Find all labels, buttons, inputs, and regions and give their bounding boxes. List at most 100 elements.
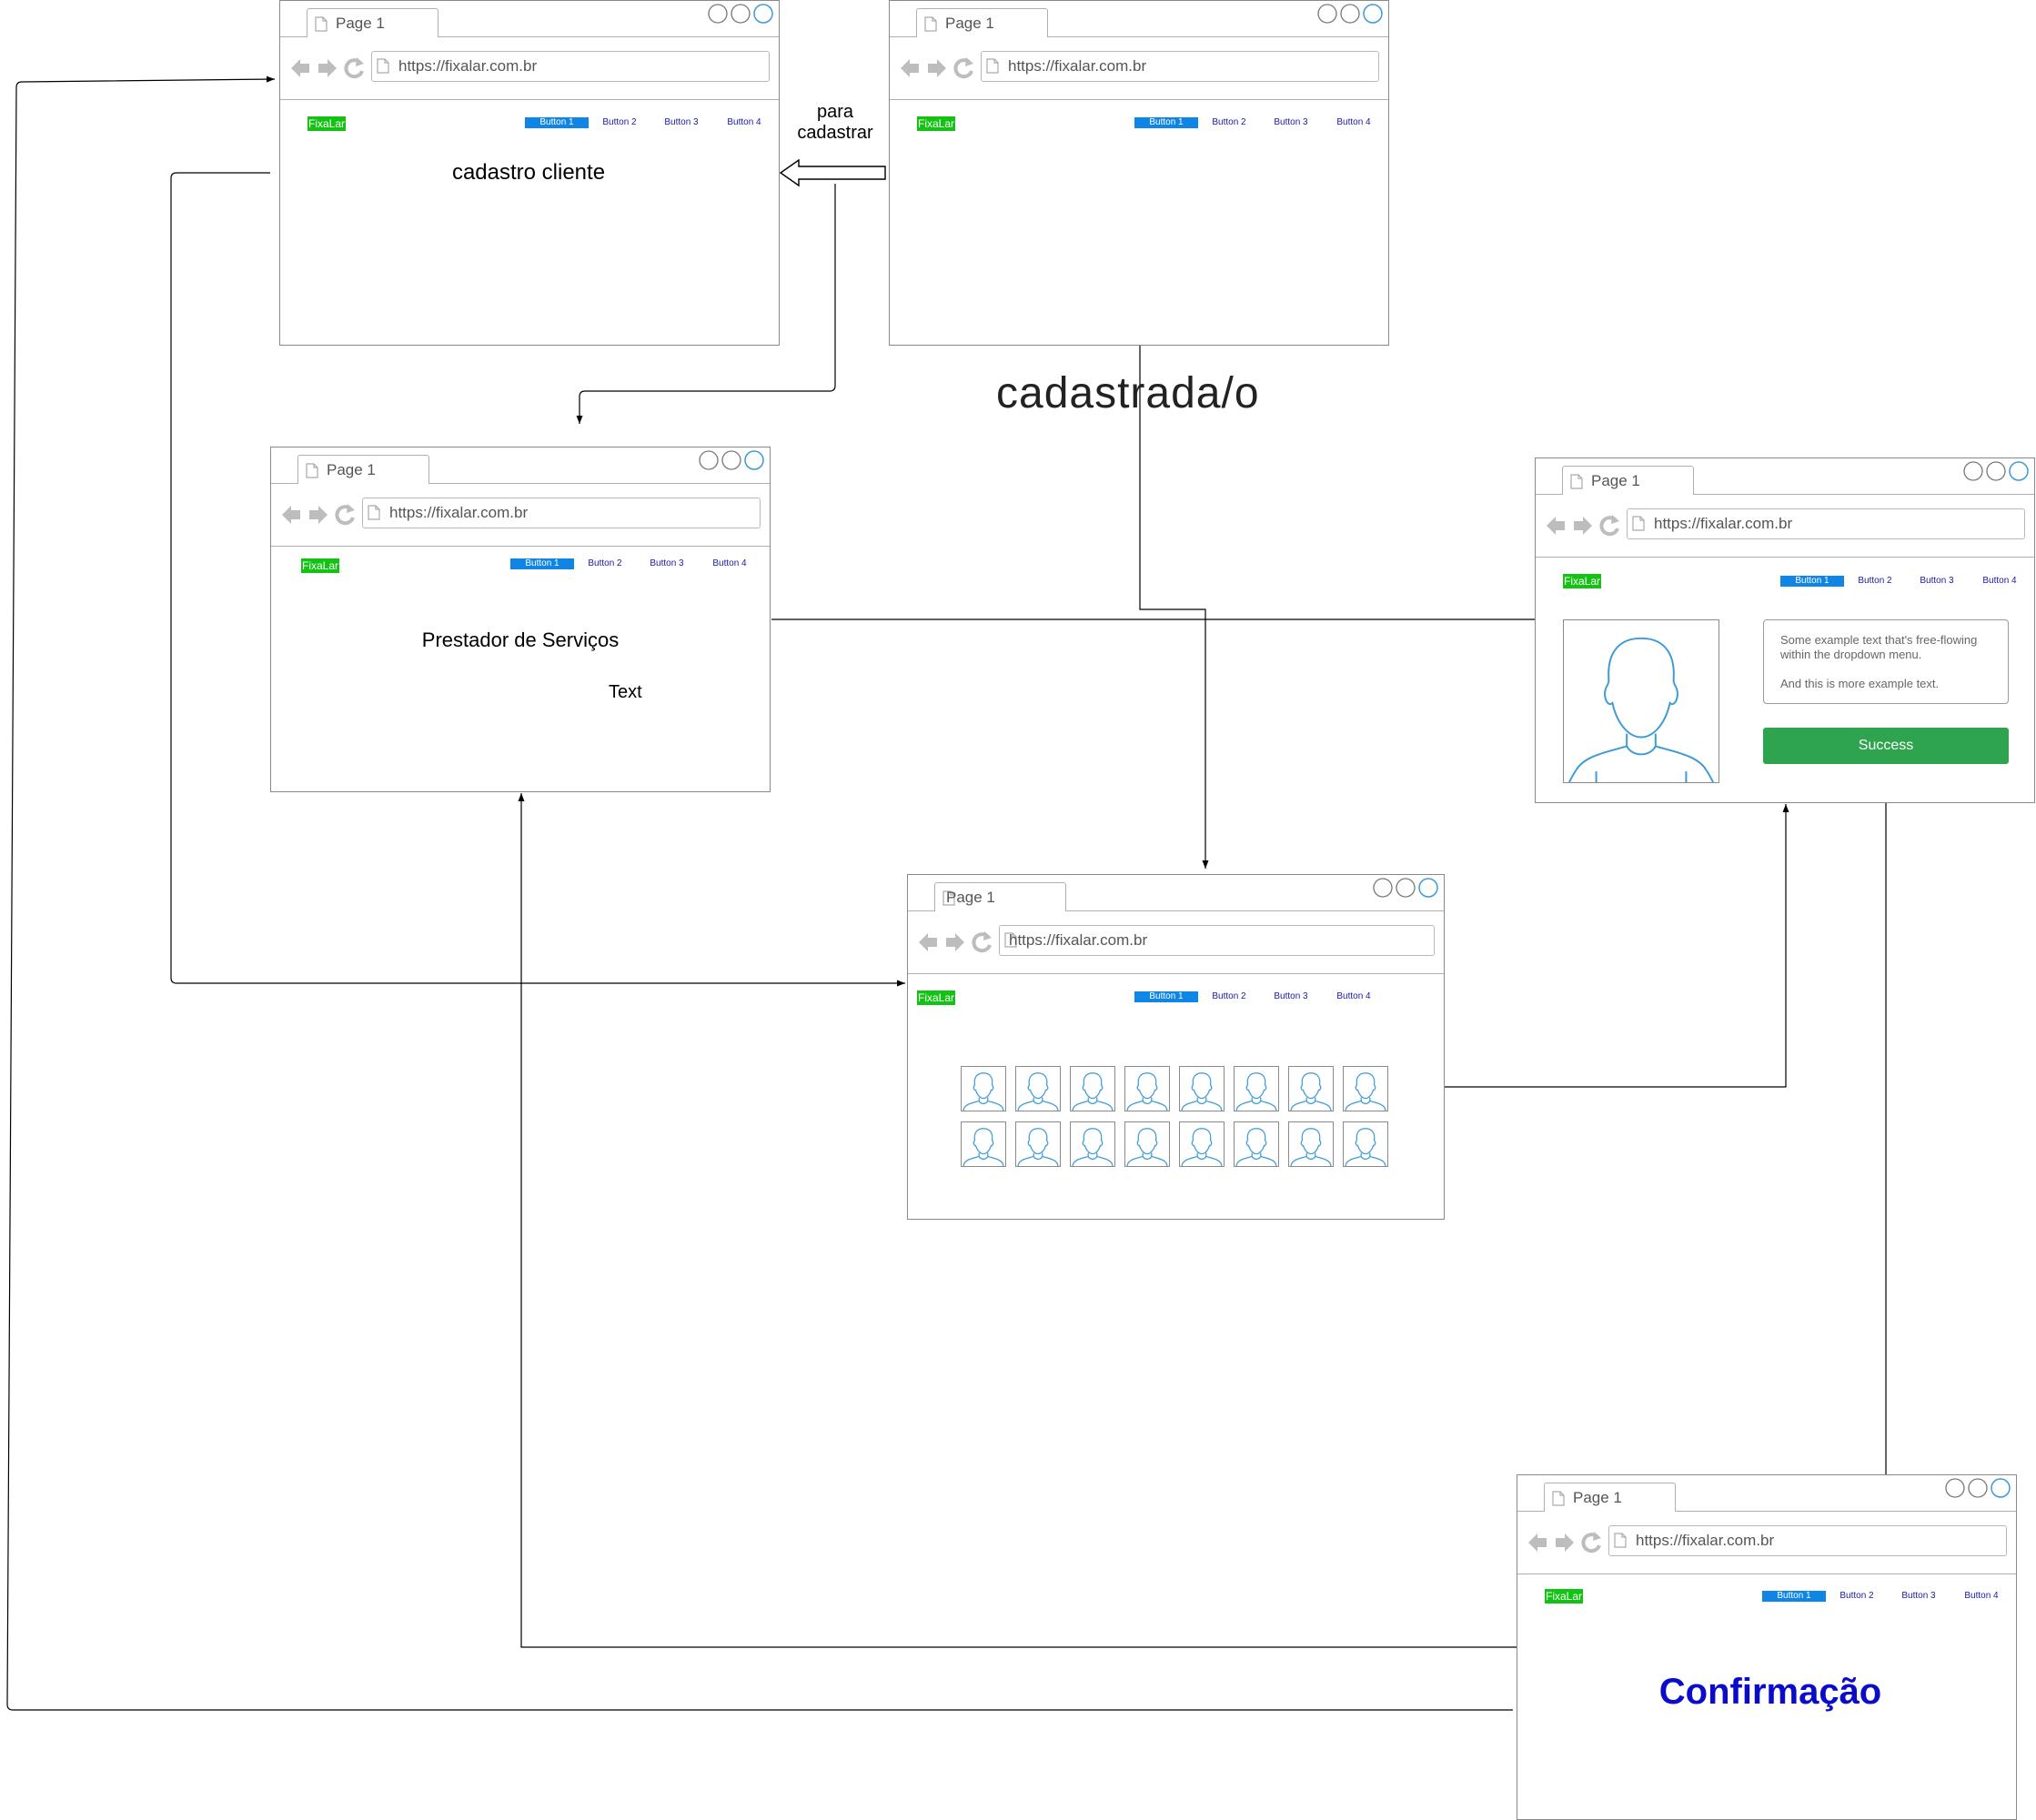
para-label: para bbox=[816, 102, 854, 122]
url-bar[interactable]: https://fixalar.com.br bbox=[371, 51, 770, 82]
url-bar[interactable]: https://fixalar.com.br bbox=[999, 925, 1435, 956]
page-icon bbox=[306, 463, 318, 478]
nav-button-2[interactable]: Button 2 bbox=[602, 117, 637, 127]
nav-button-2[interactable]: Button 2 bbox=[1212, 991, 1246, 1001]
nav-button-4[interactable]: Button 4 bbox=[1336, 991, 1371, 1001]
nav-button-4[interactable]: Button 4 bbox=[1982, 576, 2017, 586]
provider-avatar[interactable] bbox=[961, 1066, 1006, 1111]
provider-avatar[interactable] bbox=[1070, 1066, 1115, 1111]
browser-window-confirmacao: Page 1 https://fixalar.com.br FixaLar Bu… bbox=[1517, 1474, 2017, 1820]
user-avatar-icon bbox=[1072, 1072, 1114, 1111]
nav-button-1[interactable]: Button 1 bbox=[1134, 991, 1198, 1002]
page-icon bbox=[1614, 1533, 1627, 1548]
nav-button-3[interactable]: Button 3 bbox=[664, 117, 699, 127]
page-icon bbox=[942, 890, 955, 906]
window-controls[interactable] bbox=[698, 449, 767, 471]
browser-tab[interactable]: Page 1 bbox=[297, 455, 429, 484]
screen-title: cadastro cliente bbox=[451, 160, 606, 185]
nav-button-2[interactable]: Button 2 bbox=[1858, 576, 1892, 586]
nav-button-4[interactable]: Button 4 bbox=[1336, 117, 1371, 127]
nav-button-1[interactable]: Button 1 bbox=[1762, 1591, 1826, 1602]
window-controls[interactable] bbox=[707, 3, 776, 25]
nav-arrows-reload-icon[interactable] bbox=[917, 930, 994, 955]
window-controls[interactable] bbox=[1372, 877, 1441, 899]
nav-button-3[interactable]: Button 3 bbox=[650, 558, 684, 568]
url-text: https://fixalar.com.br bbox=[1636, 1532, 1775, 1549]
browser-tab[interactable]: Page 1 bbox=[916, 8, 1048, 37]
window-controls[interactable] bbox=[1962, 460, 2031, 482]
browser-window-cadastrar: Page 1 https://fixalar.com.br FixaLar Bu… bbox=[889, 0, 1389, 346]
provider-avatar[interactable] bbox=[1179, 1066, 1225, 1111]
provider-avatar[interactable] bbox=[1288, 1066, 1334, 1111]
browser-tab[interactable]: Page 1 bbox=[934, 882, 1066, 911]
url-bar[interactable]: https://fixalar.com.br bbox=[1608, 1525, 2007, 1556]
provider-avatar[interactable] bbox=[1343, 1066, 1388, 1111]
user-avatar-icon bbox=[1235, 1072, 1277, 1111]
browser-tab[interactable]: Page 1 bbox=[1544, 1483, 1676, 1512]
toolbar-divider bbox=[271, 546, 770, 547]
user-avatar-icon bbox=[1568, 637, 1714, 782]
toolbar-divider bbox=[890, 99, 1388, 100]
nav-button-2[interactable]: Button 2 bbox=[588, 558, 622, 568]
provider-avatar[interactable] bbox=[1234, 1066, 1279, 1111]
tab-bar bbox=[271, 483, 770, 484]
fixalar-logo[interactable]: FixaLar bbox=[307, 116, 347, 131]
confirmation-title: Confirmação bbox=[1658, 1672, 1882, 1712]
provider-avatar[interactable] bbox=[1015, 1066, 1061, 1111]
user-avatar-icon bbox=[1126, 1128, 1168, 1166]
nav-arrows-reload-icon[interactable] bbox=[899, 55, 976, 81]
provider-avatar[interactable] bbox=[1070, 1121, 1115, 1167]
nav-button-1[interactable]: Button 1 bbox=[1780, 576, 1844, 587]
fixalar-logo[interactable]: FixaLar bbox=[917, 116, 956, 131]
nav-button-4[interactable]: Button 4 bbox=[1964, 1591, 1999, 1601]
arrow-confirm-to-prestador bbox=[518, 793, 1517, 1648]
provider-avatar[interactable] bbox=[1234, 1121, 1279, 1167]
nav-button-4[interactable]: Button 4 bbox=[712, 558, 747, 568]
url-bar[interactable]: https://fixalar.com.br bbox=[981, 51, 1379, 82]
tab-bar bbox=[280, 36, 779, 37]
success-button[interactable]: Success bbox=[1763, 728, 2009, 764]
tab-bar bbox=[890, 36, 1388, 37]
arrow-cadastrada-to-listing bbox=[1139, 346, 1209, 869]
nav-button-3[interactable]: Button 3 bbox=[1274, 991, 1308, 1001]
nav-button-3[interactable]: Button 3 bbox=[1274, 117, 1308, 127]
provider-avatar[interactable] bbox=[1343, 1121, 1388, 1167]
nav-button-1[interactable]: Button 1 bbox=[525, 117, 589, 128]
nav-button-3[interactable]: Button 3 bbox=[1920, 576, 1954, 586]
dropdown-menu[interactable]: Some example text that's free-flowing wi… bbox=[1763, 619, 2009, 704]
toolbar-divider bbox=[1536, 557, 2034, 558]
provider-avatar[interactable] bbox=[1288, 1121, 1334, 1167]
provider-avatar[interactable] bbox=[961, 1121, 1006, 1167]
tab-label: Page 1 bbox=[1591, 472, 1640, 489]
nav-arrows-reload-icon[interactable] bbox=[1545, 513, 1622, 538]
nav-button-2[interactable]: Button 2 bbox=[1212, 117, 1246, 127]
provider-avatar[interactable] bbox=[1179, 1121, 1225, 1167]
window-controls[interactable] bbox=[1316, 3, 1386, 25]
provider-avatar[interactable] bbox=[1124, 1066, 1170, 1111]
hollow-arrow bbox=[779, 158, 886, 187]
nav-button-3[interactable]: Button 3 bbox=[1901, 1591, 1936, 1601]
url-bar[interactable]: https://fixalar.com.br bbox=[362, 498, 761, 528]
nav-arrows-reload-icon[interactable] bbox=[1527, 1530, 1604, 1555]
user-avatar-icon bbox=[1345, 1072, 1386, 1111]
window-controls[interactable] bbox=[1944, 1477, 2013, 1499]
provider-avatar[interactable] bbox=[1015, 1121, 1061, 1167]
nav-button-4[interactable]: Button 4 bbox=[727, 117, 761, 127]
nav-button-2[interactable]: Button 2 bbox=[1839, 1591, 1874, 1601]
fixalar-logo[interactable]: FixaLar bbox=[301, 558, 340, 573]
fixalar-logo[interactable]: FixaLar bbox=[1563, 574, 1602, 588]
fixalar-logo[interactable]: FixaLar bbox=[917, 990, 956, 1005]
user-avatar-icon bbox=[1290, 1128, 1332, 1166]
nav-button-1[interactable]: Button 1 bbox=[510, 558, 574, 569]
nav-button-1[interactable]: Button 1 bbox=[1134, 117, 1198, 128]
browser-tab[interactable]: Page 1 bbox=[1562, 466, 1694, 495]
provider-avatar[interactable] bbox=[1124, 1121, 1170, 1167]
nav-arrows-reload-icon[interactable] bbox=[289, 55, 367, 81]
user-avatar-icon bbox=[1017, 1128, 1059, 1166]
browser-tab[interactable]: Page 1 bbox=[307, 8, 438, 37]
url-bar[interactable]: https://fixalar.com.br bbox=[1627, 508, 2025, 539]
fixalar-logo[interactable]: FixaLar bbox=[1545, 1589, 1584, 1604]
nav-arrows-reload-icon[interactable] bbox=[280, 502, 358, 528]
page-icon bbox=[1552, 1491, 1565, 1506]
user-avatar-icon bbox=[1017, 1072, 1059, 1111]
